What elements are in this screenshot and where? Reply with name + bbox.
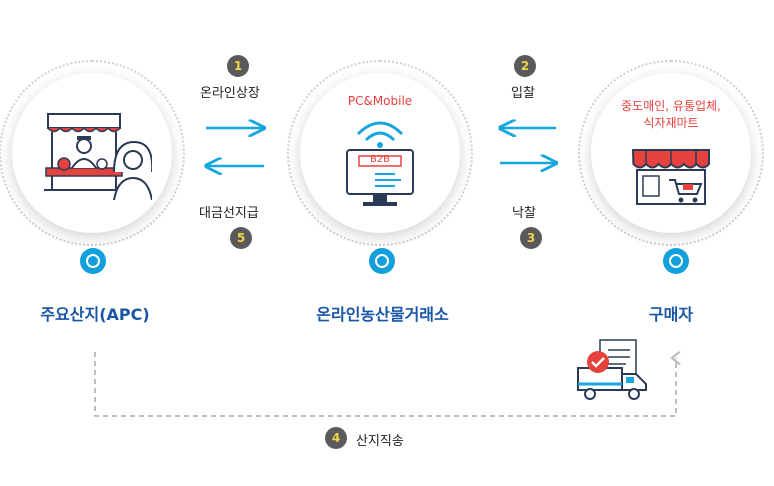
step-3-badge: 3 [520, 227, 542, 249]
shopping-cart-icon [669, 179, 703, 203]
buyer-ring [578, 60, 764, 246]
exchange-label: 온라인농산물거래소 [316, 305, 449, 324]
direct-shipping-route [94, 352, 676, 417]
monitor-icon [346, 149, 414, 206]
buyer-marker [663, 248, 689, 274]
step-1-label: 온라인상장 [200, 86, 260, 101]
delivery-truck-icon [577, 339, 647, 400]
step-4-badge: 4 [325, 427, 347, 449]
vendor-woman-icon [113, 140, 152, 200]
exchange-marker [369, 248, 395, 274]
farmer-icon [71, 136, 97, 169]
exchange-platform-tag: PC&Mobile [347, 94, 413, 108]
b2b-badge: B2B [369, 154, 391, 165]
step-2-label: 입찰 [511, 86, 535, 101]
buyer-label: 구매자 [648, 305, 694, 324]
market-stall-icon [44, 113, 152, 200]
wifi-icon [356, 121, 404, 148]
buyer-tag-line2: 식자재마트 [643, 116, 699, 130]
step-5-badge: 5 [230, 227, 252, 249]
buyer-tag-line1: 중도매인, 유통업체, [621, 99, 721, 113]
step-1-badge: 1 [227, 55, 249, 77]
step-4-label: 산지직송 [356, 434, 404, 449]
checkmark-badge-icon [587, 351, 609, 373]
apc-ring [0, 60, 185, 246]
apc-label: 주요산지(APC) [40, 305, 150, 324]
exchange-ring [287, 60, 473, 246]
step-3-label: 낙찰 [512, 206, 536, 221]
apc-marker [80, 248, 106, 274]
step-5-label: 대금선지급 [199, 206, 259, 221]
step-2-badge: 2 [514, 55, 536, 77]
store-icon [631, 149, 710, 205]
